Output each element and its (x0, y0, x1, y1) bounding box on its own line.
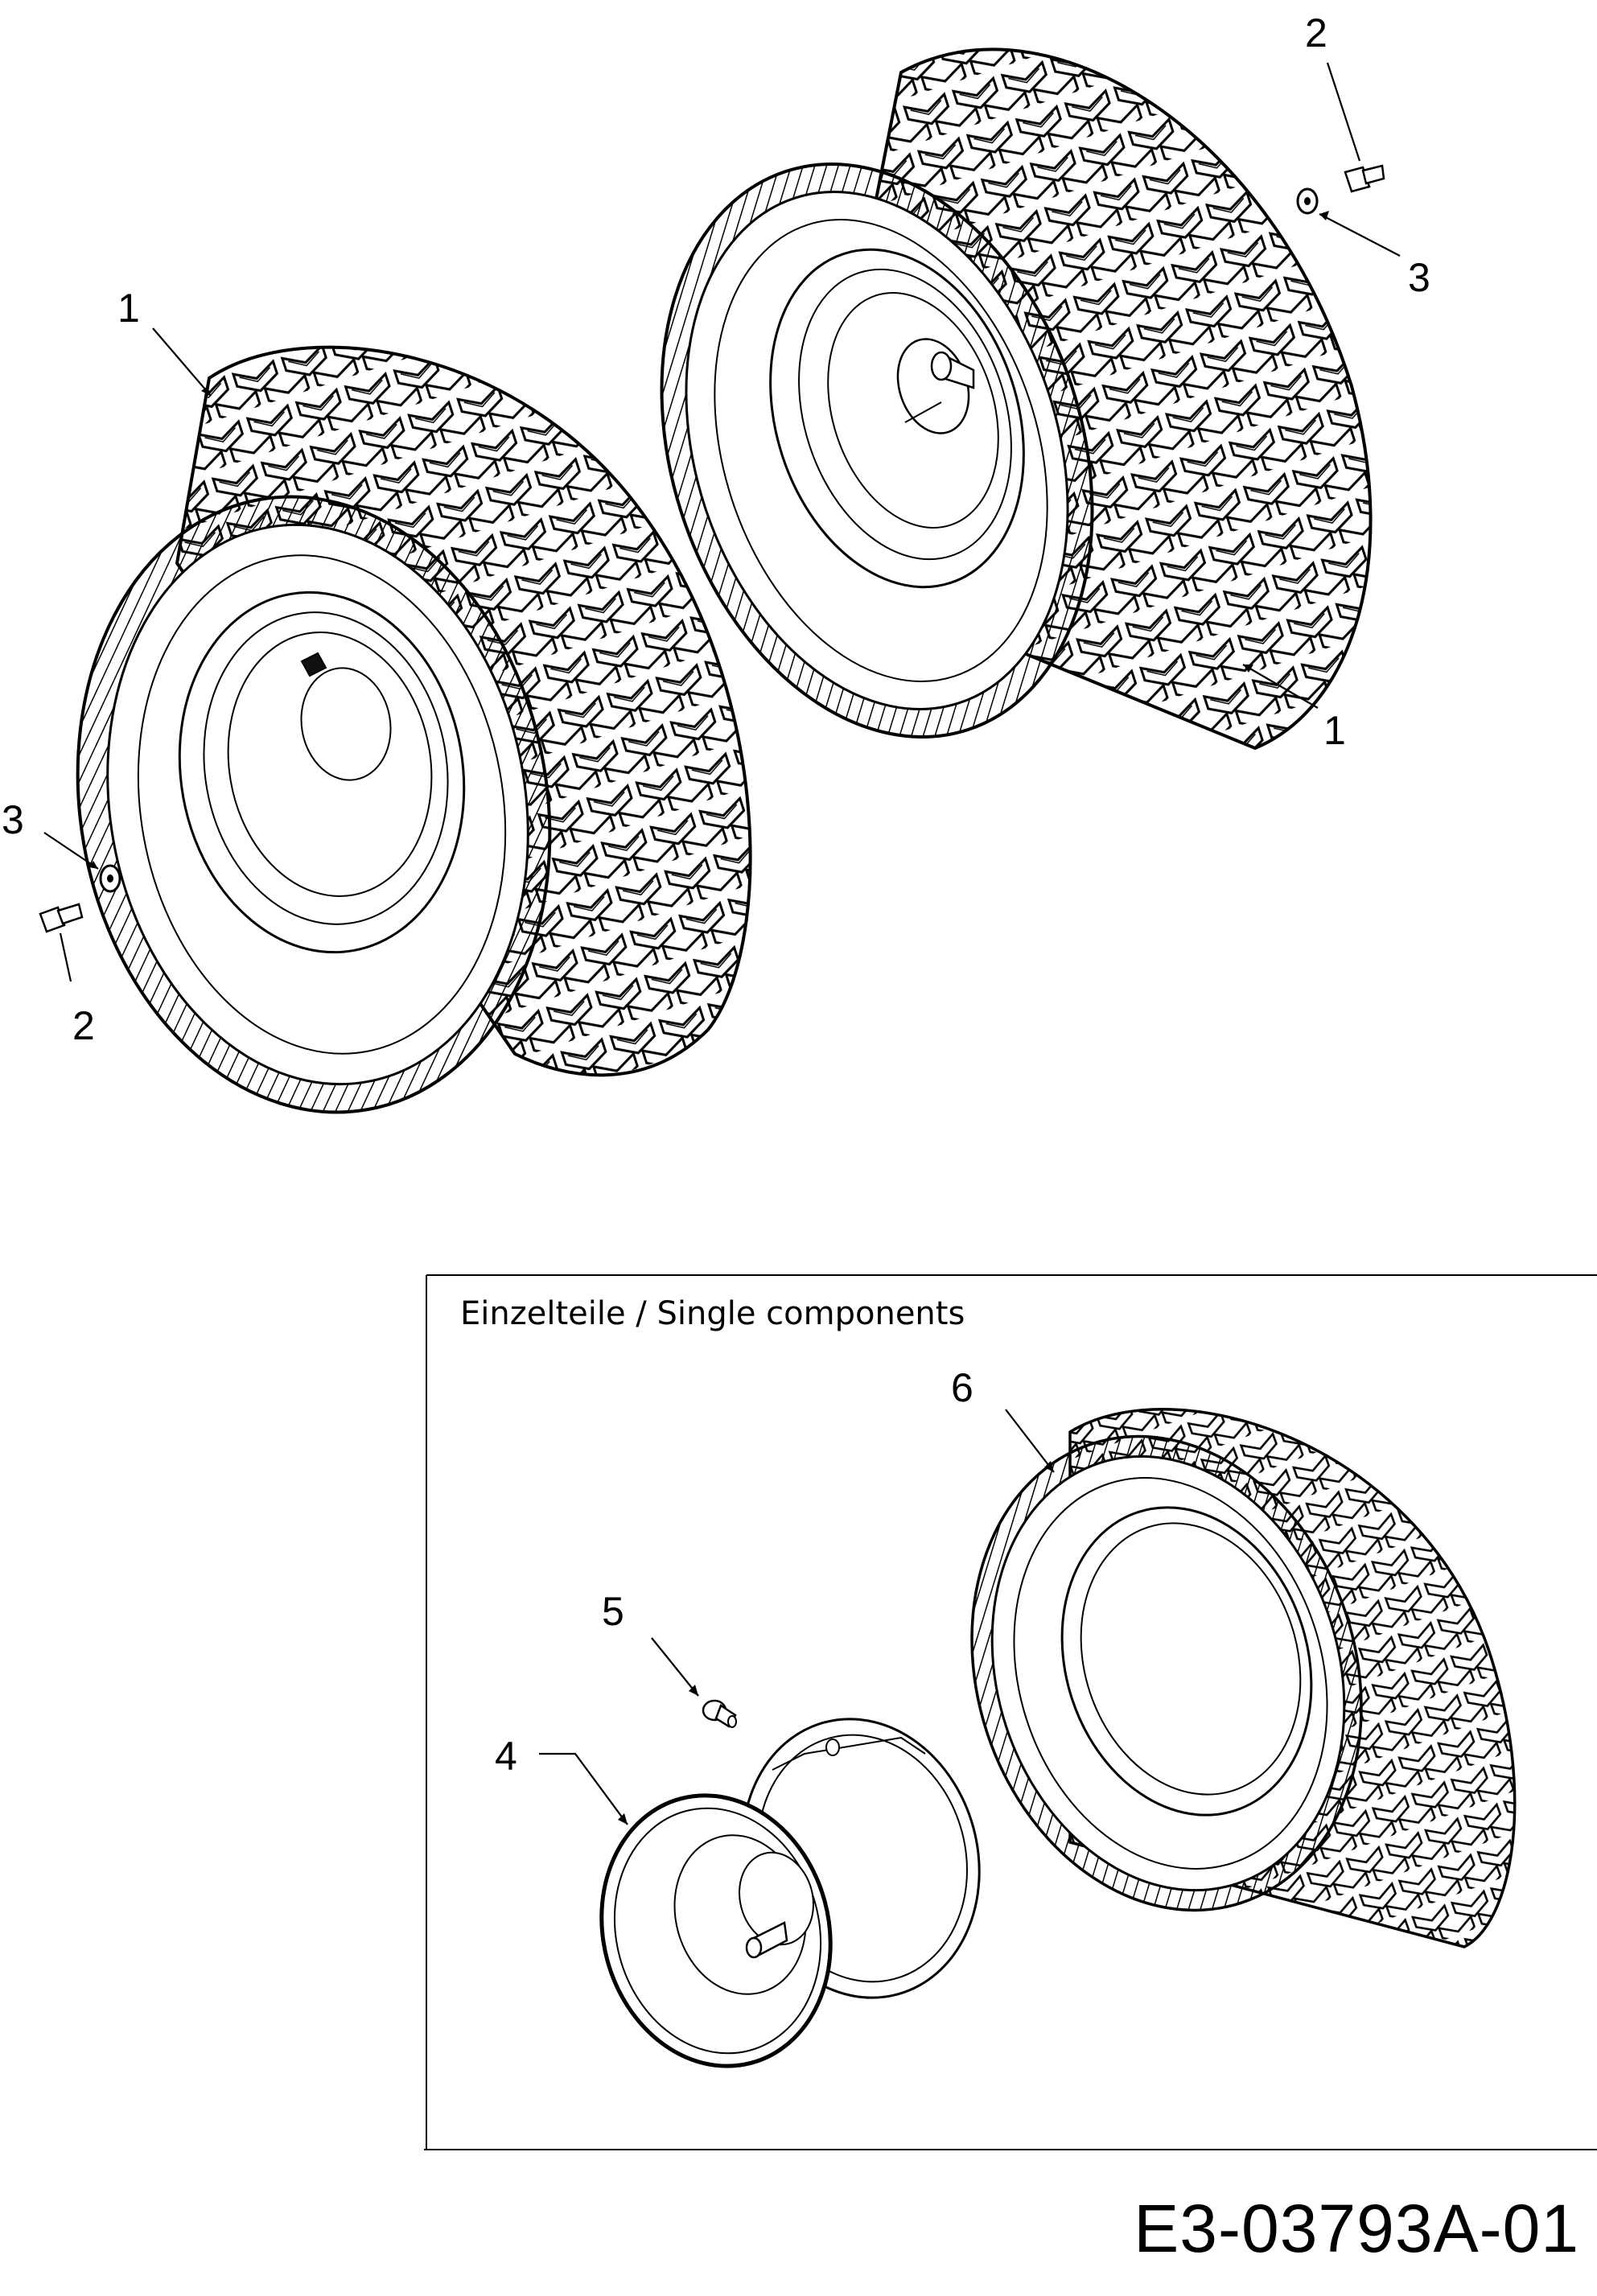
wheel-assembly-left (76, 345, 752, 1114)
valve-component (702, 1699, 737, 1728)
callout-bolt-left: 2 (72, 1003, 95, 1048)
callout-rim: 4 (495, 1734, 517, 1779)
rim-component (599, 1718, 981, 2068)
callout-bolt-right: 2 (1305, 10, 1327, 56)
washer-left (99, 864, 121, 893)
callout-wheel-right: 1 (1323, 708, 1346, 753)
callout-tire: 6 (951, 1365, 973, 1410)
bolt-left (39, 903, 84, 933)
callout-wheel-left: 1 (117, 286, 140, 331)
valve-stem-left (300, 652, 327, 677)
panel-title: Einzelteile / Single components (460, 1295, 965, 1332)
document-code: E3-03793A-01 (1134, 2191, 1579, 2266)
bolt-right (1344, 164, 1385, 193)
washer-right (1296, 187, 1319, 215)
leader-lines-bottom (539, 1409, 1055, 1825)
tire-component (970, 1408, 1517, 1948)
leader-lines-top (43, 62, 1401, 982)
callout-washer-left: 3 (2, 797, 24, 842)
wheel-assembly-right (660, 47, 1373, 751)
callout-valve: 5 (602, 1589, 624, 1634)
single-components-panel (424, 1274, 1597, 2150)
callout-washer-right: 3 (1408, 255, 1430, 300)
